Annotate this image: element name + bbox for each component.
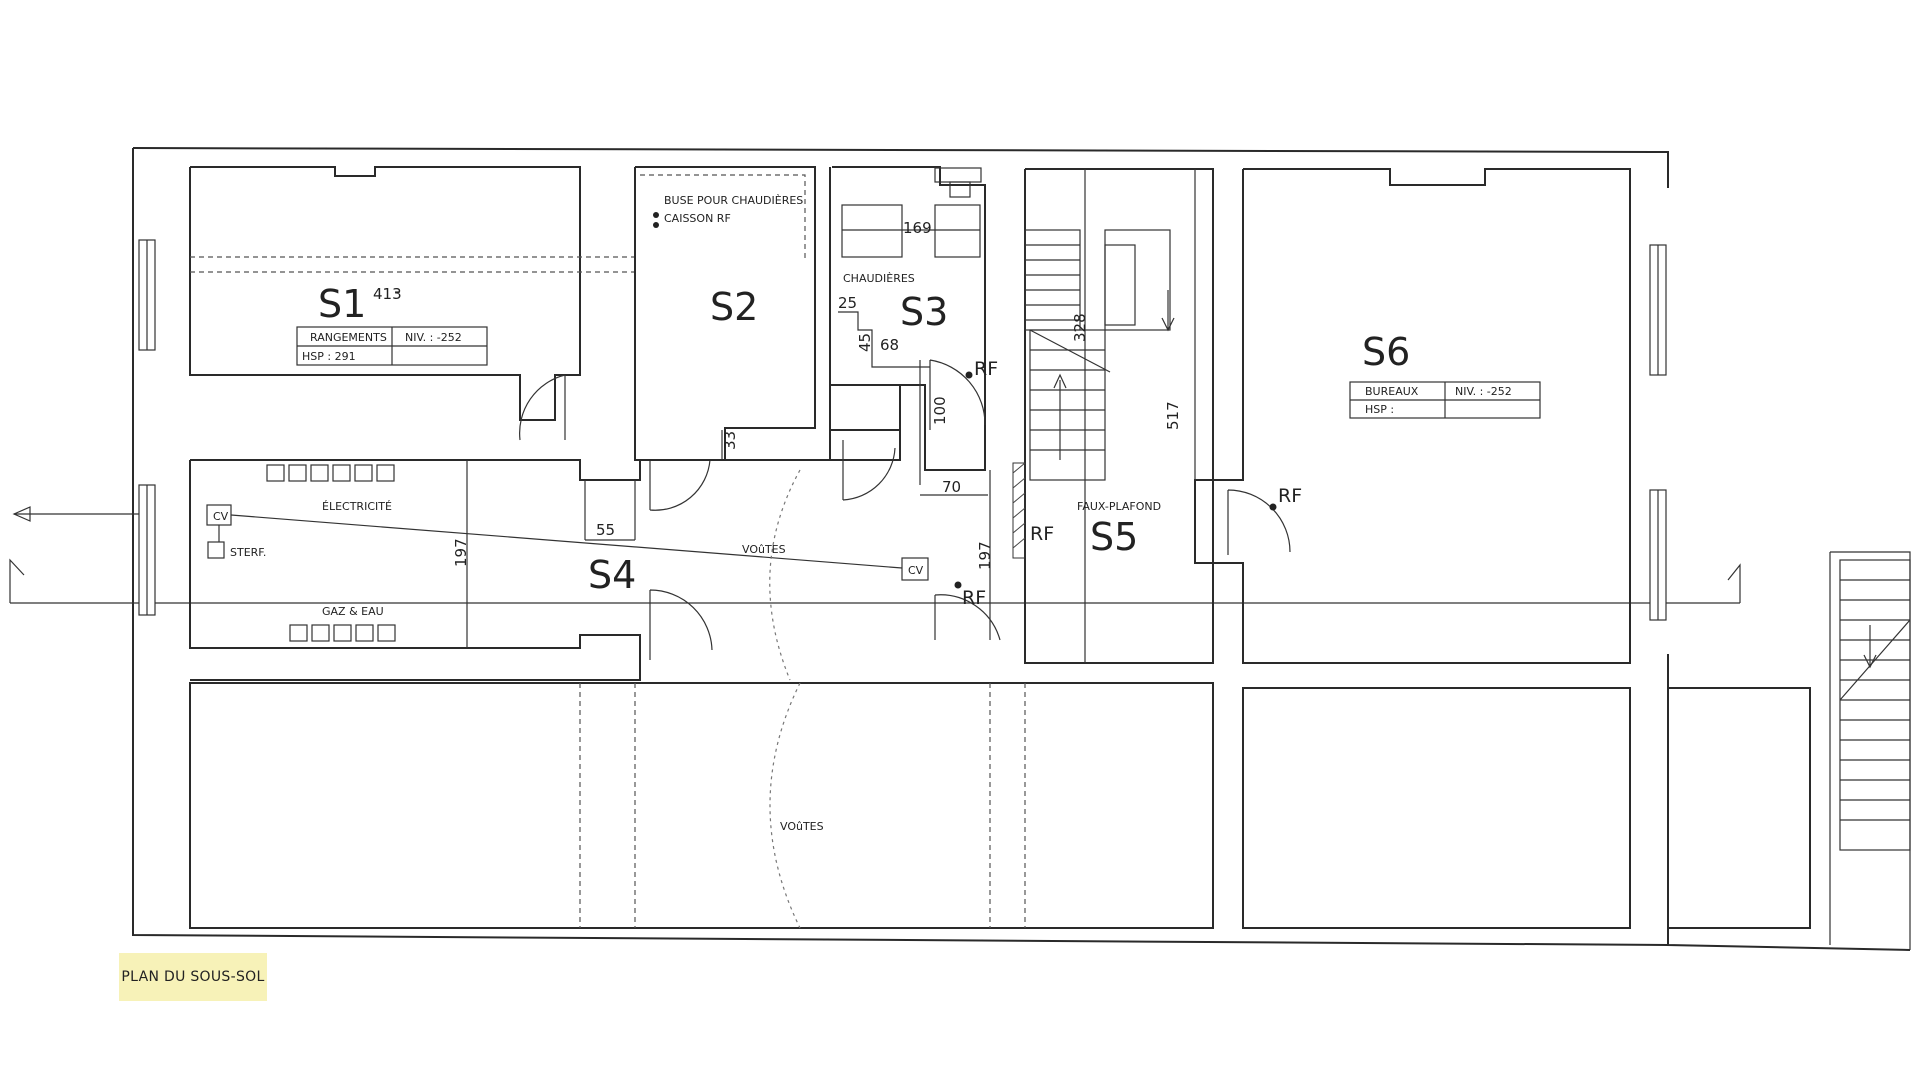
room-label-s3: S3 — [900, 290, 948, 334]
dimension-197-left: 197 — [452, 538, 470, 567]
room-s6: S6 BUREAUX NIV. : -252 HSP : RF — [1212, 168, 1631, 664]
label-sterf: STERF. — [230, 546, 266, 559]
electrical-meters — [266, 464, 395, 482]
buse-marker — [653, 212, 659, 218]
boiler-left — [841, 204, 903, 258]
section-arrow-left — [9, 506, 1741, 604]
room-label-s2: S2 — [710, 285, 758, 329]
plan-caption: PLAN DU SOUS-SOL — [119, 953, 267, 1001]
rf-label-s3: RF — [974, 358, 998, 380]
rf-label-s5: RF — [1030, 523, 1054, 545]
label-buse: BUSE POUR CHAUDIÈRES — [664, 194, 803, 207]
cv-label-right: CV — [908, 564, 924, 577]
label-caisson: CAISSON RF — [664, 212, 731, 225]
dimension-70: 70 — [942, 478, 961, 496]
room-label-s5: S5 — [1090, 515, 1138, 559]
room-s3: 169 CHAUDIÈRES S3 25 45 68 100 RF 70 — [829, 166, 998, 496]
room-hsp-s1: HSP : 291 — [302, 350, 356, 363]
outer-boundary — [132, 147, 1911, 951]
dimension-169: 169 — [903, 219, 932, 237]
exterior-staircase — [1839, 559, 1911, 851]
rf-door-marker-s6 — [1269, 503, 1277, 511]
dimension-517: 517 — [1164, 401, 1182, 430]
label-gaz-eau: GAZ & EAU — [322, 605, 384, 618]
lower-vaulted-area: VOûTES — [189, 682, 1811, 929]
boiler-right — [934, 204, 981, 258]
sterf-box — [207, 541, 225, 559]
staircase-s5 — [1024, 229, 1175, 481]
room-use-s6: BUREAUX — [1365, 385, 1419, 398]
cv-box-right — [901, 557, 929, 581]
room-s4: 55 197 ÉLECTRICITÉ GAZ & EAU CV STERF. C… — [189, 459, 1001, 681]
caisson-marker — [653, 222, 659, 228]
room-use-s1: RANGEMENTS — [310, 331, 387, 344]
room-level-s6: NIV. : -252 — [1455, 385, 1512, 398]
dimension-68: 68 — [880, 336, 899, 354]
room-s1: S1 413 RANGEMENTS NIV. : -252 HSP : 291 — [189, 166, 635, 441]
room-info-table-s6: BUREAUX NIV. : -252 HSP : — [1349, 381, 1541, 419]
room-label-s4: S4 — [588, 553, 636, 597]
dimension-328: 328 — [1071, 313, 1089, 342]
chimney-box — [934, 167, 982, 183]
room-s2: 33 S2 BUSE POUR CHAUDIÈRES CAISSON RF — [634, 166, 816, 511]
label-electricite: ÉLECTRICITÉ — [322, 500, 392, 513]
cv-label-left: CV — [213, 510, 229, 523]
label-voutes-upper: VOûTES — [742, 543, 786, 556]
label-chaudieres: CHAUDIÈRES — [843, 272, 915, 285]
room-s5: 328 517 RF FAUX-PLAFOND S5 — [1012, 168, 1214, 664]
windows — [138, 239, 1667, 621]
label-faux-plafond: FAUX-PLAFOND — [1077, 500, 1161, 513]
rf-door-marker-s3 — [965, 371, 973, 379]
rf-door-marker-s4 — [954, 581, 962, 589]
dimension-100: 100 — [931, 396, 949, 425]
label-voutes-lower: VOûTES — [780, 820, 824, 833]
rf-label-s4: RF — [962, 587, 986, 609]
dimension-413: 413 — [373, 285, 402, 303]
dimension-25: 25 — [838, 294, 857, 312]
dimension-45: 45 — [856, 333, 874, 352]
dimension-55: 55 — [596, 521, 615, 539]
room-label-s6: S6 — [1362, 330, 1410, 374]
dimension-197-right: 197 — [976, 541, 994, 570]
small-closet — [829, 384, 901, 501]
rf-label-s6: RF — [1278, 485, 1302, 507]
room-label-s1: S1 — [318, 282, 366, 326]
room-hsp-s6: HSP : — [1365, 403, 1394, 416]
dimension-33: 33 — [721, 431, 739, 450]
room-level-s1: NIV. : -252 — [405, 331, 462, 344]
room-info-table-s1: RANGEMENTS NIV. : -252 HSP : 291 — [296, 326, 488, 366]
gas-water-meters — [289, 624, 396, 642]
